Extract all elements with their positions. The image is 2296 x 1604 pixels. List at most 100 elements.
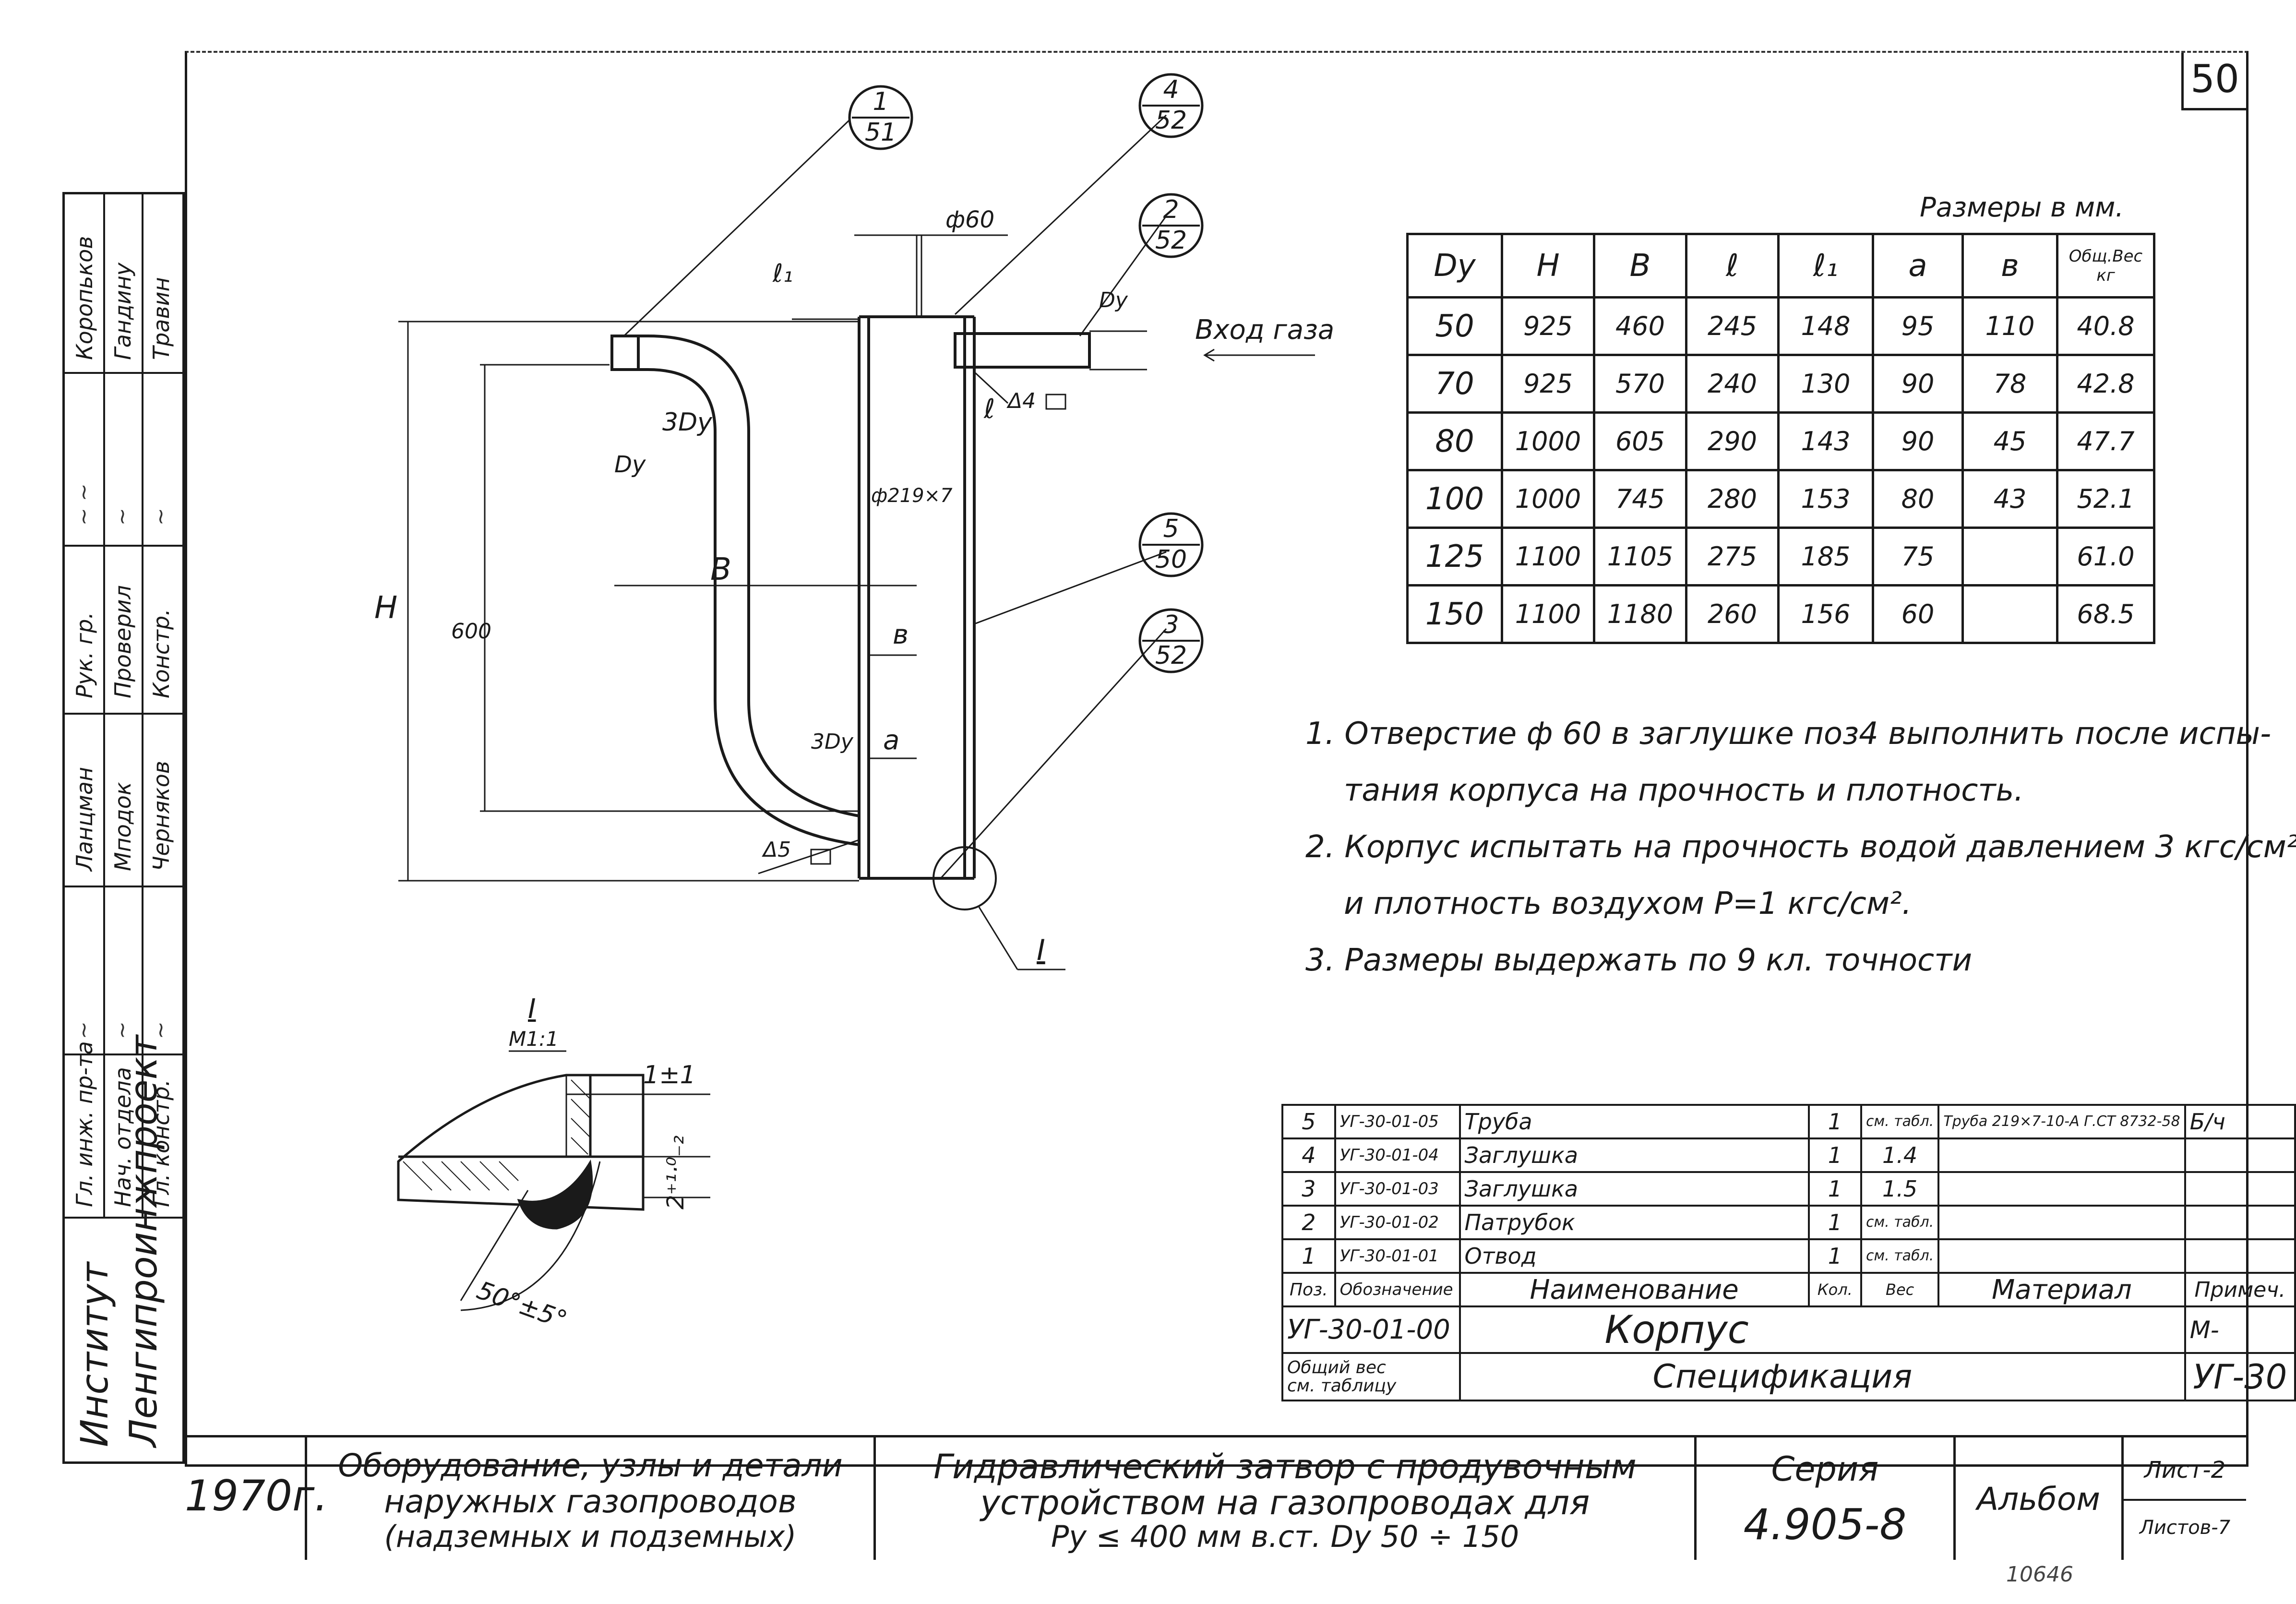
cell: Заглушка [1459,1171,1810,1207]
total-weight-line: Общий вес [1287,1357,1386,1377]
phi60-label: ф60 [945,206,995,233]
cell: 1.4 [1860,1137,1940,1173]
cell: УГ-30-01-04 [1334,1137,1461,1173]
cell: 75 [1872,527,1964,587]
series-value: 4.905-8 [1743,1500,1907,1549]
cell: 245 [1685,296,1780,356]
sheets-divider [2124,1499,2246,1501]
strip-row-line [65,886,182,887]
equipment-line-3: (надземных и подземных) [384,1519,797,1554]
cell: 68.5 [2056,584,2155,644]
three-dy-top-label: 3Dу [662,408,712,437]
cell: 1 [1281,1238,1336,1274]
assembly-name: Корпус [1459,1305,2186,1354]
cell: Труба [1459,1104,1810,1139]
cell: 125 [1406,527,1503,587]
pipe-size-label: ф219×7 [871,485,953,507]
album: Альбом [1976,1481,2101,1518]
title-line-1: Гидравлический затвор с продувочным [933,1447,1637,1486]
detail-gap: 1±1 [643,1061,696,1089]
cell: см. табл. [1860,1104,1940,1139]
cell: 185 [1777,527,1874,587]
h-label: H [374,590,398,626]
callout-5-bottom: 50 [1155,545,1187,574]
cell: Патрубок [1459,1205,1810,1240]
note-line: 3. Размеры выдержать по 9 кл. точности [1305,943,1973,978]
callout-5-top: 5 [1163,515,1179,543]
a-label: а [883,725,900,756]
spec-header-row: Поз. Обозначение Наименование Кол. Вес М… [1281,1272,2296,1307]
year-cell: 1970г. [185,1437,328,1560]
dy-right-label: Dу [1099,288,1128,312]
cell: 70 [1406,354,1503,414]
strip-divider [103,194,105,1217]
title-line-2: устройством на газопроводах для [980,1483,1590,1522]
cell: 156 [1777,584,1874,644]
note-line: 1. Отверстие ф 60 в заглушке поз4 выполн… [1305,716,2272,752]
cell: 47.7 [2056,411,2155,471]
cell: 80 [1406,411,1503,471]
sheets-cell: Лист-2 Листов-7 [2124,1437,2246,1560]
b-upper-label: В [710,552,731,587]
spec-header: Материал [1937,1272,2186,1307]
total-weight: Общий вес см. таблицу [1281,1352,1461,1401]
album-code: УГ-30 [2184,1352,2296,1401]
table-row: 1 УГ-30-01-01 Отвод 1 см. табл. [1281,1238,2296,1274]
cell: 50 [1406,296,1503,356]
spec-header: Вес [1860,1272,1940,1307]
cell [2184,1238,2296,1274]
cell: 148 [1777,296,1874,356]
cell: 80 [1872,469,1964,529]
stamp-number: 10646 [2006,1562,2073,1587]
note-line: и плотность воздухом Р=1 кгс/см². [1344,886,1912,922]
cell: см. табл. [1860,1205,1940,1240]
cell: 1100 [1501,527,1595,587]
cell [1961,584,2058,644]
detail-scale: М1:1 [509,1027,559,1051]
cell: 1.5 [1860,1171,1940,1207]
series-label: Серия [1771,1449,1879,1489]
b-lower-label: в [893,619,909,650]
dims-header: ℓ₁ [1777,233,1874,299]
cell: 1180 [1593,584,1687,644]
cell: 52.1 [2056,469,2155,529]
cell: 605 [1593,411,1687,471]
cell: 745 [1593,469,1687,529]
cell: 95 [1872,296,1964,356]
cell: 1100 [1501,584,1595,644]
l1-label: ℓ₁ [773,259,793,288]
equipment-line-1: Оборудование, узлы и детали [338,1447,843,1484]
total-weight-line: см. таблицу [1287,1376,1397,1396]
detail-dim: 2⁺¹·⁰₋₂ [662,1135,689,1209]
cell: 40.8 [2056,296,2155,356]
cell: Заглушка [1459,1137,1810,1173]
cell: 90 [1872,411,1964,471]
cell: 130 [1777,354,1874,414]
cell [1961,527,2058,587]
cell: Труба 219×7-10-А Г.СТ 8732-58 [1937,1104,2186,1139]
cell: 925 [1501,296,1595,356]
dims-header: H [1501,233,1595,299]
strip-row-line [65,1217,182,1219]
cell: УГ-30-01-03 [1334,1171,1461,1207]
cell: 3 [1281,1171,1336,1207]
cell: 2 [1281,1205,1336,1240]
equipment-cell: Оборудование, узлы и детали наружных газ… [307,1437,876,1560]
three-dy-bottom-label: 3Dу [811,730,853,754]
callout-2-bottom: 52 [1155,226,1187,255]
callout-1-bottom: 51 [864,118,897,147]
cell [1937,1171,2186,1207]
cell: 275 [1685,527,1780,587]
cell: 90 [1872,354,1964,414]
delta4-label: Δ4 [1008,389,1036,413]
cell [2184,1205,2296,1240]
table-row: 3 УГ-30-01-03 Заглушка 1 1.5 [1281,1171,2296,1207]
dims-header: Общ.Вес кг [2056,233,2155,299]
cell: 150 [1406,584,1503,644]
cell: 240 [1685,354,1780,414]
